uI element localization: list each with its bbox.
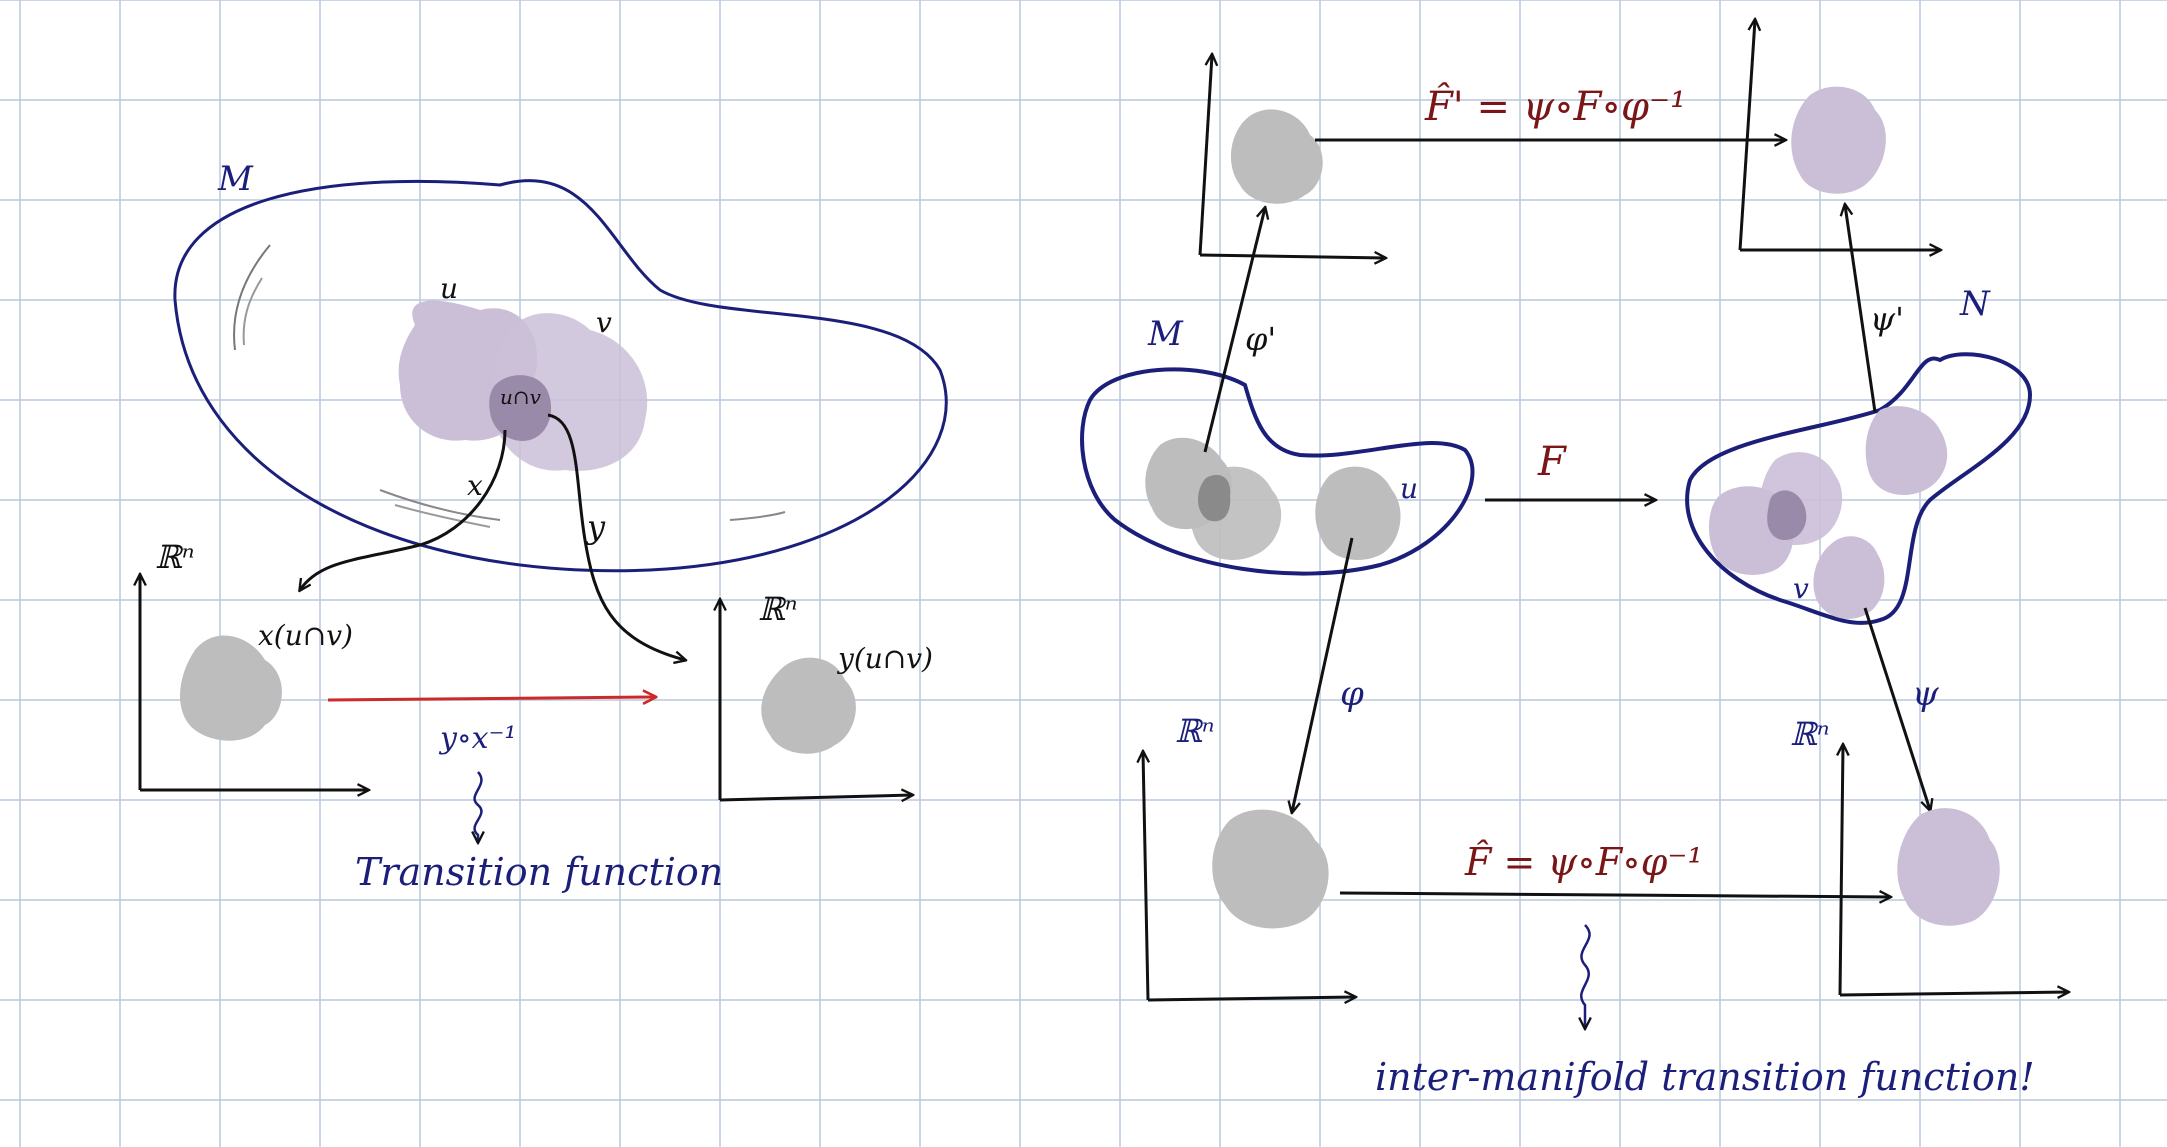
label-set-u-right: u [1400, 472, 1418, 505]
axes-top-right [1738, 20, 1755, 251]
caption-transition: Transition function [355, 850, 723, 894]
psi-prime-arrow [1845, 205, 1877, 413]
label-set-v: v [596, 306, 612, 339]
chart-image-bottom-left [1212, 809, 1329, 929]
caption-inter-manifold: inter-manifold transition function! [1375, 1055, 2035, 1099]
psi-arrow [1863, 607, 1930, 810]
label-psi: ψ [1912, 674, 1939, 714]
right-diagram: F̂' = ψ∘F∘φ⁻¹ M u φ' F N v ψ' φ ψ [1080, 20, 2068, 1099]
chart-y-arrow [547, 413, 685, 660]
set-v-right-blob [1813, 536, 1885, 619]
axes-top-left [1198, 55, 1212, 256]
axes-bottom-left [1147, 997, 1355, 1000]
label-composition: y∘x⁻¹ [438, 721, 516, 756]
image-y-blob [761, 657, 856, 754]
label-image-x: x(u∩v) [258, 619, 353, 652]
transition-arrow [327, 697, 655, 700]
phi-prime-arrow [1203, 208, 1265, 453]
chart-image-top-right [1791, 86, 1886, 194]
gray-overlap [1197, 474, 1231, 522]
label-image-y: y(u∩v) [836, 642, 933, 675]
axes-bottom-right [1840, 745, 1843, 996]
label-space-br: ℝⁿ [1790, 715, 1830, 753]
n-overlap [1767, 490, 1807, 540]
label-manifold-m-right: M [1147, 314, 1184, 354]
label-psi-prime: ψ' [1870, 300, 1904, 338]
n-blob-c [1865, 406, 1948, 495]
intersection-blob [489, 375, 552, 441]
f-hat-arrow [1339, 893, 1890, 897]
chart-image-top-left [1230, 109, 1323, 204]
axes-bottom-left [1143, 752, 1148, 1001]
manifold-n-outline [1685, 352, 2033, 625]
label-space-bl: ℝⁿ [1175, 712, 1215, 750]
label-map-f: F [1537, 439, 1567, 485]
label-manifold-n: N [1959, 284, 1991, 324]
squiggle-arrow-right [1581, 924, 1589, 1028]
axes-bottom-right [1839, 992, 2068, 995]
shading-stroke [729, 511, 786, 521]
shading-stroke [379, 489, 501, 521]
label-phi-prime: φ' [1245, 320, 1276, 358]
left-diagram: M u v u∩v x y ℝⁿ x(u∩v) ℝⁿ y(u∩v) y∘x⁻¹ … [140, 159, 948, 894]
label-set-u: u [440, 272, 458, 305]
label-set-v-right: v [1793, 572, 1809, 605]
set-u-right-blob [1315, 466, 1401, 560]
squiggle-arrow [475, 771, 482, 842]
label-chart-x: x [467, 469, 483, 502]
image-x-blob [180, 635, 282, 741]
manifold-m-outline [173, 179, 948, 573]
chart-image-bottom-right [1897, 808, 2000, 926]
label-space-left: ℝⁿ [155, 538, 195, 576]
manifold-m-right-outline [1080, 367, 1475, 576]
label-phi: φ [1340, 674, 1364, 714]
axes-top-left [1199, 255, 1385, 258]
axes-right [719, 795, 912, 800]
label-f-hat-prime: F̂' = ψ∘F∘φ⁻¹ [1424, 84, 1686, 130]
label-intersection: u∩v [500, 385, 542, 409]
chart-x-arrow [300, 429, 507, 590]
shading-stroke [242, 277, 263, 346]
shading-stroke [394, 504, 491, 528]
phi-arrow [1292, 537, 1354, 812]
label-chart-y: y [585, 508, 606, 546]
label-space-right: ℝⁿ [758, 590, 798, 628]
label-manifold-m: M [217, 159, 254, 199]
label-f-hat: F̂ = ψ∘F∘φ⁻¹ [1464, 840, 1703, 884]
shading-stroke [233, 244, 271, 351]
